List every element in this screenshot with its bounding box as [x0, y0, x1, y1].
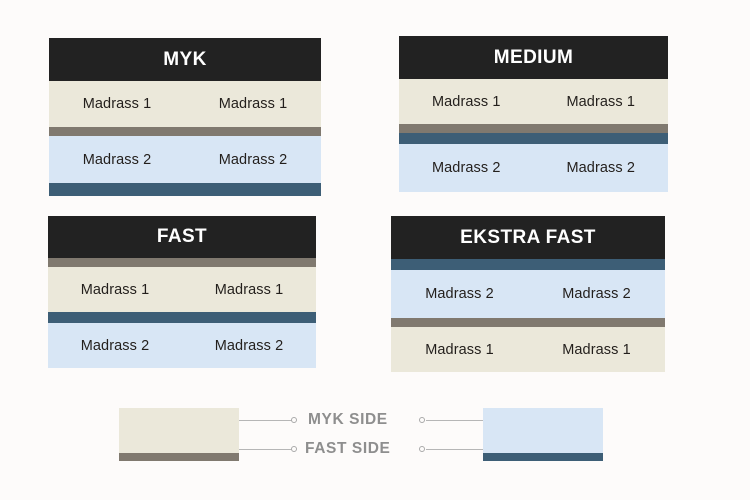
card-fast-title: FAST: [48, 216, 316, 258]
legend-swatch-fast-side: [483, 408, 603, 461]
card-myk-layer-madrass1-cell-left: Madrass 1: [82, 96, 152, 112]
legend-label-myk-side: MYK SIDE: [308, 411, 388, 428]
legend-swatch-fast-side-foot: [483, 453, 603, 461]
leader-line-myk-side-left: [239, 420, 292, 421]
card-myk-layer-madrass2-cell-left: Madrass 2: [82, 151, 152, 168]
card-myk: MYK Madrass 1 Madrass 1 Madrass 2 Madras…: [49, 38, 321, 196]
leader-line-fast-side-right: [426, 449, 483, 450]
card-myk-layer-madrass1-cell-right: Madrass 1: [218, 96, 288, 112]
card-medium-layer-madrass2-cell-left: Madrass 2: [431, 160, 501, 176]
leader-dot-fast-side-right: [419, 446, 425, 452]
leader-line-myk-side-right: [426, 420, 483, 421]
legend-swatch-myk-side-body: [119, 408, 239, 453]
card-medium-layer-madrass1: Madrass 1 Madrass 1: [399, 79, 668, 124]
card-fast-layer-madrass2-cell-right: Madrass 2: [214, 337, 284, 354]
card-medium-title: MEDIUM: [399, 36, 668, 79]
card-fast-bar-myk-side: [48, 258, 316, 267]
card-fast-bar-fast-side: [48, 312, 316, 323]
card-medium-layer-madrass2: Madrass 2 Madrass 2: [399, 144, 668, 192]
card-ekstra-fast-layer-madrass1-cell-right: Madrass 1: [562, 341, 631, 358]
card-ekstra-fast: EKSTRA FAST Madrass 2 Madrass 2 Madrass …: [391, 216, 665, 372]
card-myk-bar-fast-side: [49, 183, 321, 196]
card-medium-layer-madrass1-cell-left: Madrass 1: [431, 93, 501, 110]
legend-swatch-fast-side-body: [483, 408, 603, 453]
card-myk-layer-madrass1: Madrass 1 Madrass 1: [49, 81, 321, 127]
card-ekstra-fast-layer-madrass2-cell-right: Madrass 2: [562, 286, 631, 302]
card-ekstra-fast-layer-madrass2-cell-left: Madrass 2: [425, 286, 494, 302]
leader-line-fast-side-left: [239, 449, 292, 450]
card-fast-layer-madrass1: Madrass 1 Madrass 1: [48, 267, 316, 312]
card-medium-layer-madrass1-cell-right: Madrass 1: [566, 93, 636, 110]
card-medium-bar-fast-side: [399, 133, 668, 144]
leader-dot-myk-side-right: [419, 417, 425, 423]
legend-swatch-myk-side: [119, 408, 239, 461]
card-medium: MEDIUM Madrass 1 Madrass 1 Madrass 2 Mad…: [399, 36, 668, 192]
card-medium-bar-myk-side: [399, 124, 668, 133]
card-ekstra-fast-bar-myk-side: [391, 318, 665, 327]
card-fast-layer-madrass1-cell-right: Madrass 1: [214, 281, 284, 298]
card-ekstra-fast-bar-fast-side: [391, 259, 665, 270]
legend: MYK SIDE FAST SIDE: [0, 395, 750, 475]
card-ekstra-fast-layer-madrass1: Madrass 1 Madrass 1: [391, 327, 665, 372]
card-fast-layer-madrass2: Madrass 2 Madrass 2: [48, 323, 316, 368]
card-ekstra-fast-layer-madrass1-cell-left: Madrass 1: [425, 341, 494, 358]
leader-dot-myk-side-left: [291, 417, 297, 423]
legend-label-fast-side: FAST SIDE: [305, 440, 391, 457]
card-myk-layer-madrass2: Madrass 2 Madrass 2: [49, 136, 321, 183]
card-ekstra-fast-layer-madrass2: Madrass 2 Madrass 2: [391, 270, 665, 318]
card-myk-layer-madrass2-cell-right: Madrass 2: [218, 151, 288, 168]
card-myk-title: MYK: [49, 38, 321, 81]
leader-dot-fast-side-left: [291, 446, 297, 452]
card-fast-layer-madrass2-cell-left: Madrass 2: [80, 337, 150, 354]
card-medium-layer-madrass2-cell-right: Madrass 2: [566, 160, 636, 176]
legend-swatch-myk-side-foot: [119, 453, 239, 461]
card-ekstra-fast-title: EKSTRA FAST: [391, 216, 665, 259]
card-fast-layer-madrass1-cell-left: Madrass 1: [80, 281, 150, 298]
card-fast: FAST Madrass 1 Madrass 1 Madrass 2 Madra…: [48, 216, 316, 368]
card-myk-bar-myk-side: [49, 127, 321, 136]
